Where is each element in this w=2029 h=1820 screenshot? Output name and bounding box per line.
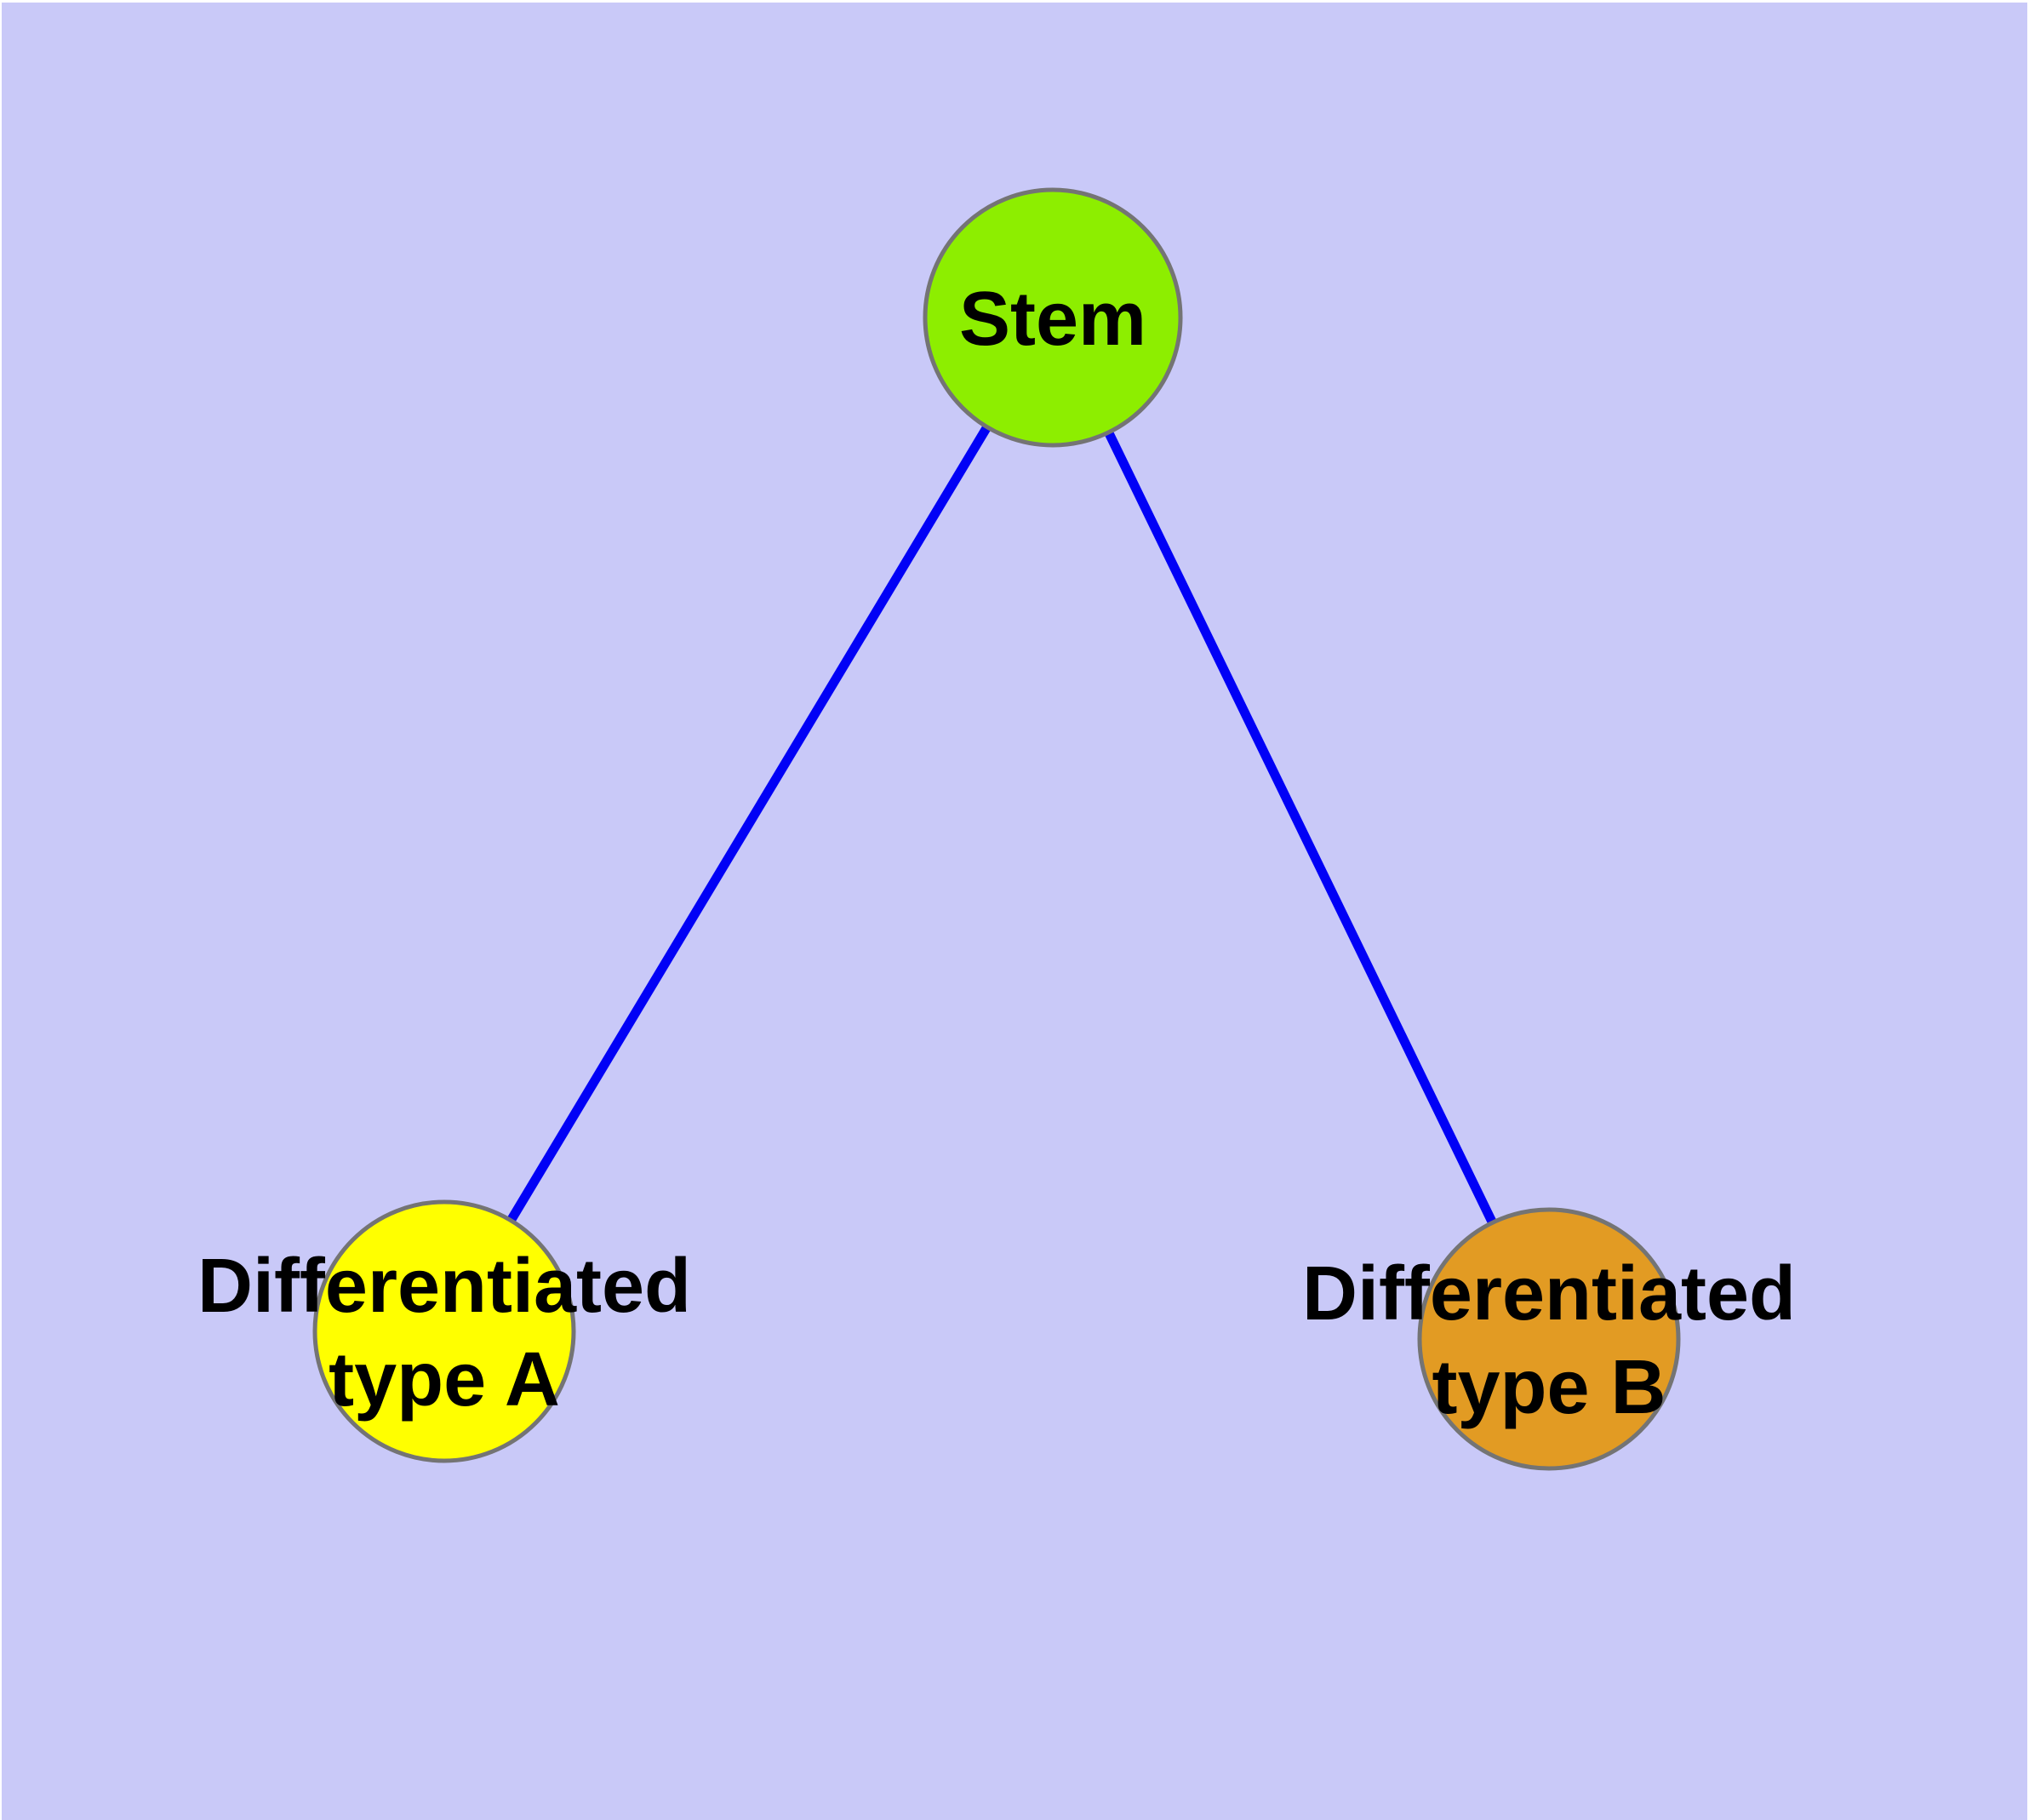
edge-stem-to-type-b (1049, 315, 1553, 1342)
node-type-b-label-line2: type B (1432, 1345, 1666, 1430)
node-type-a-circle (312, 1199, 576, 1463)
node-type-a-label-line2: type A (329, 1337, 560, 1422)
node-type-a-label-line1: Differentiated (197, 1244, 691, 1329)
node-type-b-label-line1: Differentiated (1302, 1251, 1796, 1336)
node-type-b-circle (1417, 1207, 1681, 1471)
edge-stem-to-type-a (440, 315, 1057, 1334)
node-stem-label: Stem (959, 277, 1146, 362)
node-stem-circle (923, 187, 1183, 448)
